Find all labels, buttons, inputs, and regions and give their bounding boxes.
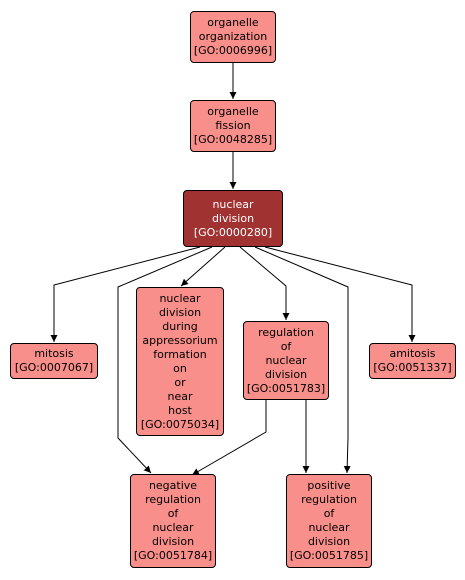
node-label-line: organization (198, 30, 268, 43)
edge-nuclear-division-to-mitosis (50, 246, 201, 342)
node-label-line: on (173, 361, 187, 375)
node-label-line: fission (215, 119, 251, 132)
node-nuclear-division-appressorium[interactable]: nuclear division during appressorium for… (136, 287, 224, 436)
node-label-line: division (151, 535, 195, 548)
edge-nuclear-division-to-appressorium (180, 246, 226, 287)
go-id: [GO:0051337] (373, 361, 452, 374)
node-label-line: division (307, 535, 351, 548)
edge-nuclear-division-to-regulation (239, 246, 290, 320)
node-label-line: nuclear (159, 291, 201, 305)
node-label-line: formation (153, 347, 207, 361)
node-label-line: mitosis (34, 347, 74, 360)
node-label-line: of (323, 507, 335, 520)
node-label-line: appressorium (142, 333, 218, 347)
node-label-line: during (162, 319, 198, 333)
node-label-line: positive (307, 479, 351, 492)
node-label-line: division (211, 211, 255, 225)
node-positive-regulation[interactable]: positive regulation of nuclear division … (286, 474, 372, 568)
node-label-line: regulation (258, 325, 314, 339)
node-label-line: negative (148, 479, 198, 492)
go-id: [GO:0007067] (14, 361, 94, 374)
node-label-line: nuclear (308, 521, 350, 534)
node-label-line: or (174, 375, 186, 389)
go-id: [GO:0048285] (193, 133, 273, 146)
go-id: [GO:0000280] (193, 225, 273, 239)
go-id: [GO:0006996] (193, 44, 273, 57)
node-label-line: nuclear (265, 353, 307, 367)
node-organelle-fission[interactable]: organelle fission [GO:0048285] (190, 100, 276, 152)
node-label-line: organelle (207, 105, 259, 118)
edge-nuclear-division-to-positive (254, 246, 351, 474)
node-nuclear-division[interactable]: nuclear division [GO:0000280] (183, 190, 283, 247)
node-label-line: regulation (145, 493, 201, 506)
node-mitosis[interactable]: mitosis [GO:0007067] (10, 343, 98, 379)
node-label-line: division (264, 367, 308, 381)
node-label-line: of (280, 339, 292, 353)
node-organelle-organization[interactable]: organelle organization [GO:0006996] (190, 11, 276, 63)
node-regulation-of-nuclear-division[interactable]: regulation of nuclear division [GO:00517… (243, 321, 329, 400)
node-label-line: division (158, 305, 202, 319)
edge-regulation-to-negative (191, 400, 267, 476)
node-negative-regulation[interactable]: negative regulation of nuclear division … (130, 474, 216, 568)
node-label-line: nuclear (212, 197, 254, 211)
node-label-line: near (167, 389, 193, 403)
node-label-line: nuclear (152, 521, 194, 534)
node-label-line: amitosis (389, 347, 436, 360)
node-label-line: organelle (207, 16, 259, 29)
node-label-line: regulation (301, 493, 357, 506)
go-id: [GO:0051784] (133, 549, 213, 562)
go-id: [GO:0051783] (246, 381, 326, 395)
go-id: [GO:0051785] (289, 549, 369, 562)
edge-nuclear-division-to-amitosis (264, 246, 416, 342)
node-label-line: host (168, 403, 192, 417)
node-amitosis[interactable]: amitosis [GO:0051337] (369, 343, 456, 379)
go-id: [GO:0075034] (140, 417, 220, 431)
edge-nuclear-division-to-negative (117, 246, 213, 474)
node-label-line: of (167, 507, 179, 520)
